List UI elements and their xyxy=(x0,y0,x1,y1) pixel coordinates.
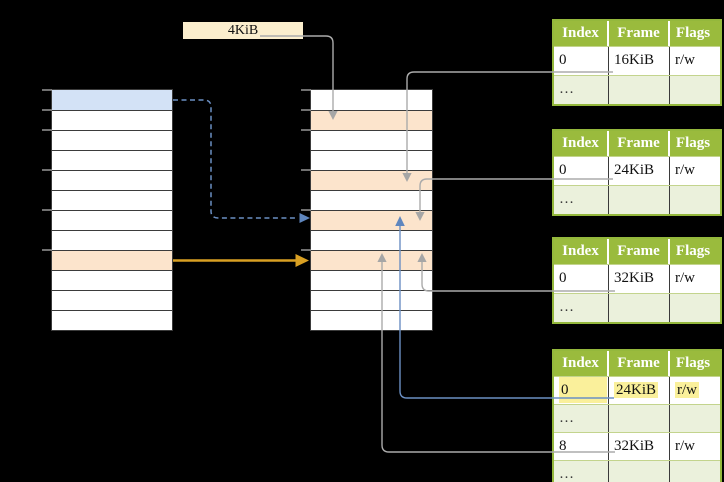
cell-flags: r/w xyxy=(675,270,695,286)
cell-flags: r/w xyxy=(670,377,716,404)
table-row-highlighted: 0 24KiB r/w xyxy=(554,376,720,404)
physical-frame-row xyxy=(311,270,432,290)
cell-frame: 24KiB xyxy=(609,377,670,404)
ellipsis-row: … xyxy=(554,185,720,214)
table-row: 0 16KiB r/w xyxy=(554,46,720,75)
virtual-page-row xyxy=(52,210,172,230)
cell-flags: r/w xyxy=(675,162,695,178)
column-header-index: Index xyxy=(554,21,609,46)
cell-index: … xyxy=(554,405,609,432)
virtual-memory-column xyxy=(51,89,173,331)
highlight-mark: r/w xyxy=(675,382,699,398)
page-size-label: 4KiB xyxy=(183,22,303,39)
cell-flags xyxy=(670,186,716,214)
physical-frame-row xyxy=(311,150,432,170)
page-table-2: Index Frame Flags 0 24KiB r/w … xyxy=(552,129,722,216)
table-header-row: Index Frame Flags xyxy=(554,351,720,376)
virtual-page-row xyxy=(52,110,172,130)
table-row: 8 32KiB r/w xyxy=(554,432,720,460)
virtual-page-row xyxy=(52,150,172,170)
table-header-row: Index Frame Flags xyxy=(554,131,720,156)
physical-frame-row xyxy=(311,190,432,210)
cell-index: 0 xyxy=(554,265,609,293)
physical-frame-row-orange xyxy=(311,250,432,270)
cell-flags: r/w xyxy=(675,52,695,68)
table-header-row: Index Frame Flags xyxy=(554,239,720,264)
column-header-index: Index xyxy=(554,351,609,376)
column-header-index: Index xyxy=(554,239,609,264)
cell-frame xyxy=(609,76,670,104)
physical-frame-row xyxy=(311,290,432,310)
virtual-page-row xyxy=(52,290,172,310)
virtual-page-row-blue xyxy=(52,90,172,110)
cell-frame xyxy=(609,294,670,322)
virtual-page-row xyxy=(52,230,172,250)
cell-flags: r/w xyxy=(675,438,695,454)
cell-index: … xyxy=(554,461,609,482)
column-header-frame: Frame xyxy=(609,131,670,156)
physical-frame-row xyxy=(311,90,432,110)
cell-flags xyxy=(670,461,716,482)
ellipsis-row: … xyxy=(554,460,720,482)
physical-frame-row xyxy=(311,130,432,150)
cell-index: 0 xyxy=(554,47,609,75)
table-row: 0 32KiB r/w xyxy=(554,264,720,293)
cell-flags xyxy=(670,294,716,322)
cell-frame: 32KiB xyxy=(609,433,670,460)
cell-index: 8 xyxy=(554,433,609,460)
page-table-3: Index Frame Flags 0 32KiB r/w … xyxy=(552,237,722,324)
virtual-page-row-orange xyxy=(52,250,172,270)
column-header-flags: Flags xyxy=(675,135,711,151)
virtual-page-row xyxy=(52,130,172,150)
column-header-frame: Frame xyxy=(609,351,670,376)
virtual-page-row xyxy=(52,170,172,190)
physical-frame-row-orange xyxy=(311,170,432,190)
cell-frame xyxy=(609,405,670,432)
column-header-frame: Frame xyxy=(609,21,670,46)
physical-frame-row-orange xyxy=(311,110,432,130)
column-header-flags: Flags xyxy=(675,355,711,371)
highlight-mark: 24KiB xyxy=(614,382,659,398)
cell-flags xyxy=(670,76,716,104)
virtual-page-row xyxy=(52,270,172,290)
arrow-virtual-page-dashed xyxy=(173,99,310,223)
table-row: 0 24KiB r/w xyxy=(554,156,720,185)
page-table-1: Index Frame Flags 0 16KiB r/w … xyxy=(552,19,722,106)
physical-frame-row xyxy=(311,230,432,250)
ellipsis-row: … xyxy=(554,75,720,104)
ellipsis-row: … xyxy=(554,293,720,322)
virtual-page-row xyxy=(52,190,172,210)
table-header-row: Index Frame Flags xyxy=(554,21,720,46)
arrow-virtual-page-gold xyxy=(173,254,309,267)
virtual-page-row xyxy=(52,310,172,330)
cell-flags xyxy=(670,405,716,432)
column-header-frame: Frame xyxy=(609,239,670,264)
cell-frame: 24KiB xyxy=(609,157,670,185)
ellipsis-row: … xyxy=(554,404,720,432)
cell-index: … xyxy=(554,186,609,214)
column-header-index: Index xyxy=(554,131,609,156)
highlight-mark: 0 xyxy=(559,377,607,403)
cell-frame xyxy=(609,186,670,214)
column-header-flags: Flags xyxy=(675,243,711,259)
page-table-4: Index Frame Flags 0 24KiB r/w … 8 32KiB … xyxy=(552,349,722,482)
cell-index: … xyxy=(554,76,609,104)
cell-index: 0 xyxy=(554,157,609,185)
cell-frame xyxy=(609,461,670,482)
physical-memory-column xyxy=(310,89,433,331)
cell-frame: 16KiB xyxy=(609,47,670,75)
column-header-flags: Flags xyxy=(675,25,711,41)
cell-frame: 32KiB xyxy=(609,265,670,293)
cell-index: 0 xyxy=(554,377,609,404)
cell-index: … xyxy=(554,294,609,322)
physical-frame-row xyxy=(311,310,432,330)
physical-frame-row-orange xyxy=(311,210,432,230)
